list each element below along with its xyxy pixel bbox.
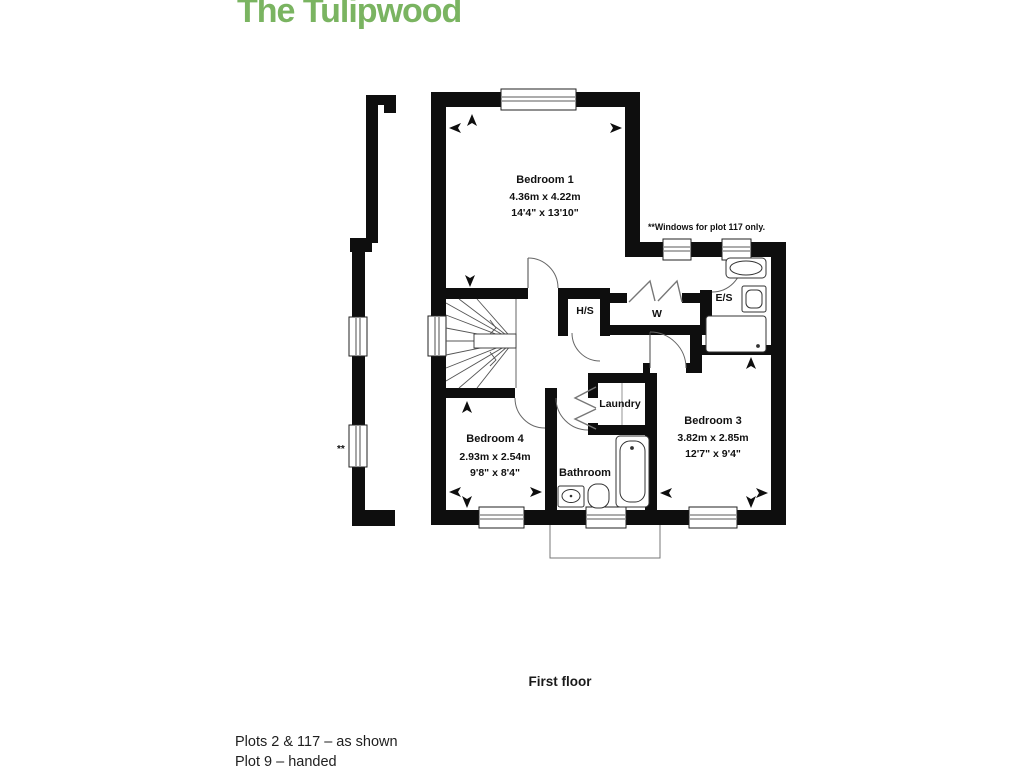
bathroom-label: Bathroom — [559, 467, 611, 479]
hs-label: H/S — [576, 305, 594, 317]
window-icon — [500, 88, 577, 111]
laundry-bifold-icon — [573, 386, 597, 409]
canopy-outline — [549, 525, 661, 559]
arrow-down-icon — [746, 496, 756, 508]
arrow-down-icon — [462, 496, 472, 508]
plot-legend: Plots 2 & 117 – as shown Plot 9 – handed — [235, 732, 398, 772]
arrow-right-icon — [610, 123, 622, 133]
door-arc — [514, 397, 546, 429]
neighbor-windows — [348, 316, 368, 468]
bedroom4-imperial: 9'8" x 8'4" — [470, 467, 520, 479]
shower-tray-icon — [705, 315, 767, 353]
wardrobe-bifold-icon — [628, 279, 656, 303]
ensuite-fixtures — [705, 257, 767, 353]
bifold-doors — [573, 279, 683, 430]
bathtub-icon — [615, 435, 650, 508]
plot-legend-line1: Plots 2 & 117 – as shown — [235, 734, 398, 750]
laundry-label: Laundry — [599, 398, 641, 410]
bedroom1-label: Bedroom 1 — [516, 174, 573, 186]
bedroom4-metric: 2.93m x 2.54m — [459, 451, 530, 463]
laundry-bifold-icon — [573, 408, 597, 430]
bedroom1-imperial: 14'4" x 13'10" — [511, 207, 579, 219]
door-arc — [571, 332, 601, 362]
bedroom3-imperial: 12'7" x 9'4" — [685, 448, 741, 460]
wardrobe-bifold-icon — [657, 279, 683, 303]
sink-icon — [741, 285, 767, 313]
arrow-right-icon — [756, 488, 768, 498]
ensuite-label: E/S — [716, 292, 733, 304]
window-icon — [662, 238, 692, 261]
arrow-left-icon — [449, 487, 461, 497]
door-arc — [527, 257, 559, 289]
windows-note: **Windows for plot 117 only. — [648, 222, 765, 232]
sink-icon — [557, 485, 585, 508]
window-icon — [348, 316, 368, 357]
bedroom3-metric: 3.82m x 2.85m — [677, 432, 748, 444]
window-icon — [585, 506, 627, 529]
arrow-left-icon — [660, 488, 672, 498]
arrow-down-icon — [465, 275, 475, 287]
bathroom-fixtures — [557, 435, 650, 509]
neighbor-wall — [350, 95, 396, 526]
arrow-right-icon — [530, 487, 542, 497]
arrow-up-icon — [467, 114, 477, 126]
stairs — [445, 298, 517, 389]
window-icon — [427, 315, 447, 357]
door-arc — [555, 397, 589, 431]
bedroom1-metric: 4.36m x 4.22m — [509, 191, 580, 203]
toilet-icon — [725, 257, 767, 279]
arrow-up-icon — [462, 401, 472, 413]
window-icon — [721, 238, 752, 261]
main-windows — [427, 88, 752, 529]
neighbor-window-marker: ** — [337, 444, 345, 455]
dimension-arrows — [449, 114, 768, 508]
bedroom3-label: Bedroom 3 — [684, 415, 741, 427]
floor-label: First floor — [528, 674, 592, 689]
plot-legend-line2: Plot 9 – handed — [235, 754, 337, 770]
wardrobe-label: W — [652, 308, 662, 320]
window-icon — [348, 424, 368, 468]
arrow-up-icon — [746, 357, 756, 369]
window-icon — [478, 506, 525, 529]
toilet-icon — [587, 483, 610, 509]
door-arc — [649, 331, 687, 369]
window-icon — [688, 506, 738, 529]
page-title: The Tulipwood — [237, 0, 462, 30]
bedroom4-label: Bedroom 4 — [466, 433, 524, 445]
arrow-left-icon — [449, 123, 461, 133]
